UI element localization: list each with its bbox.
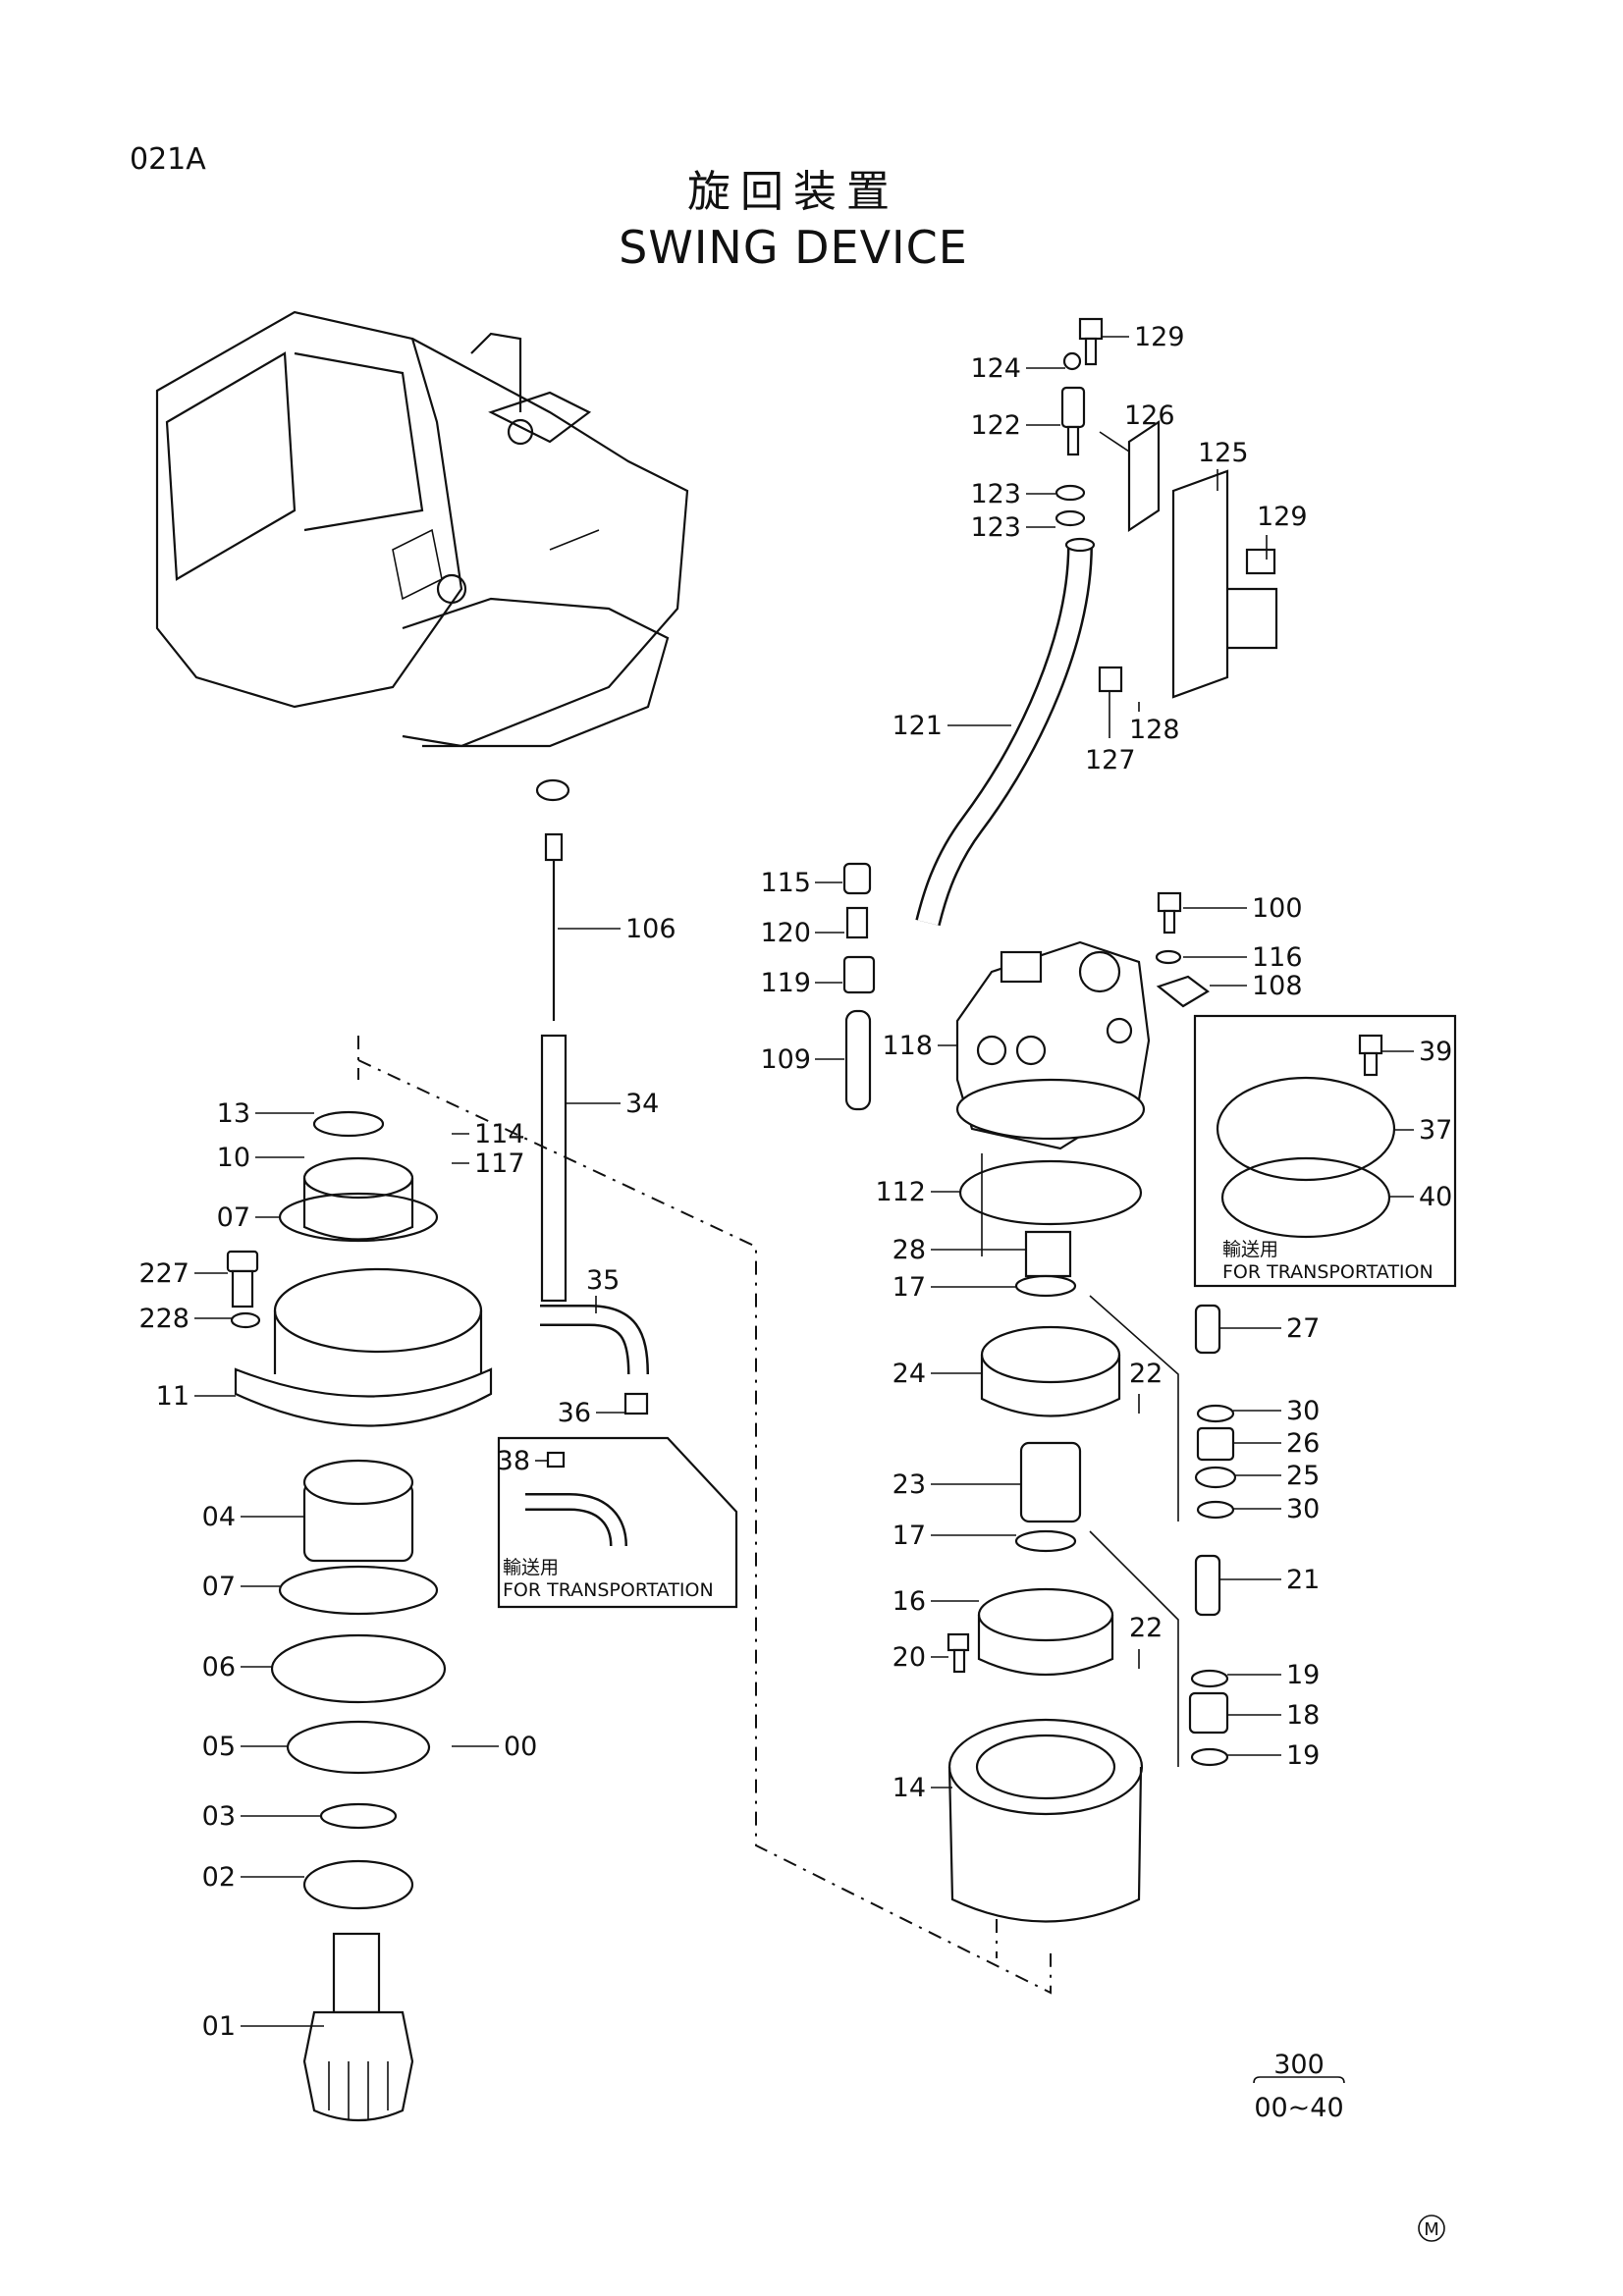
part-callout-22[interactable]: 22	[1129, 1359, 1163, 1389]
bracket-125-126[interactable]	[1098, 419, 1278, 699]
part-callout-20[interactable]: 20	[893, 1642, 926, 1673]
planetary-gears-right[interactable]	[947, 1230, 1237, 1767]
elbow-35[interactable]	[540, 1305, 649, 1415]
title-japanese: 旋回装置	[687, 167, 899, 217]
part-callout-38[interactable]: 38	[497, 1446, 530, 1476]
part-callout-07[interactable]: 07	[202, 1572, 236, 1602]
part-callout-40[interactable]: 40	[1419, 1182, 1452, 1212]
part-callout-02[interactable]: 02	[202, 1862, 236, 1893]
inset-transportation-left: 輸送用 FOR TRANSPORTATION	[497, 1436, 738, 1609]
o-ring-112[interactable]	[958, 1159, 1143, 1226]
part-callout-129[interactable]: 129	[1257, 502, 1308, 532]
part-callout-19[interactable]: 19	[1286, 1740, 1320, 1771]
bolt-100[interactable]	[1155, 891, 1210, 1008]
part-callout-123[interactable]: 123	[970, 479, 1021, 509]
part-callout-01[interactable]: 01	[202, 2011, 236, 2042]
part-callout-119[interactable]: 119	[760, 968, 811, 998]
part-callout-117[interactable]: 117	[474, 1148, 525, 1179]
mark-letter: M	[1424, 2219, 1439, 2240]
part-callout-28[interactable]: 28	[893, 1235, 926, 1265]
part-callout-114[interactable]: 114	[474, 1119, 525, 1149]
transport-label-jp: 輸送用	[503, 1557, 559, 1578]
part-callout-17[interactable]: 17	[893, 1521, 926, 1551]
part-callout-36[interactable]: 36	[558, 1398, 591, 1428]
housing-left[interactable]	[226, 1110, 493, 2122]
transport-label-en: FOR TRANSPORTATION	[1222, 1261, 1434, 1283]
part-callout-06[interactable]: 06	[202, 1652, 236, 1682]
part-callout-109[interactable]: 109	[760, 1044, 811, 1075]
page-title: SWING DEVICE	[619, 221, 968, 274]
part-callout-22[interactable]: 22	[1129, 1613, 1163, 1643]
part-callout-39[interactable]: 39	[1419, 1037, 1452, 1067]
group-number: 300	[1273, 2050, 1325, 2080]
excavator-locator-illustration	[155, 310, 689, 748]
part-callout-30[interactable]: 30	[1286, 1494, 1320, 1524]
part-callout-126[interactable]: 126	[1124, 400, 1175, 431]
swing-motor-118[interactable]	[955, 940, 1151, 1150]
cover-37[interactable]	[1216, 1076, 1396, 1182]
part-callout-112[interactable]: 112	[875, 1177, 926, 1207]
fitting-122[interactable]	[1055, 351, 1086, 527]
part-callout-10[interactable]: 10	[217, 1143, 250, 1173]
part-callout-118[interactable]: 118	[882, 1031, 933, 1061]
part-callout-07[interactable]: 07	[217, 1202, 250, 1233]
part-callout-106[interactable]: 106	[625, 914, 676, 944]
part-callout-17[interactable]: 17	[893, 1272, 926, 1303]
part-callout-120[interactable]: 120	[760, 918, 811, 948]
part-callout-14[interactable]: 14	[893, 1773, 926, 1803]
o-ring-40[interactable]	[1220, 1156, 1391, 1239]
callout-leader-126	[1099, 431, 1130, 453]
part-callout-108[interactable]: 108	[1252, 971, 1303, 1001]
part-callout-116[interactable]: 116	[1252, 942, 1303, 973]
part-callout-129[interactable]: 129	[1134, 322, 1185, 352]
hose-121[interactable]	[915, 537, 1096, 927]
part-callout-19[interactable]: 19	[1286, 1660, 1320, 1690]
part-callout-37[interactable]: 37	[1419, 1115, 1452, 1146]
part-callout-11[interactable]: 11	[156, 1381, 189, 1412]
part-callout-05[interactable]: 05	[202, 1732, 236, 1762]
part-callout-23[interactable]: 23	[893, 1469, 926, 1500]
part-callout-26[interactable]: 26	[1286, 1428, 1320, 1459]
part-callout-228[interactable]: 228	[138, 1304, 189, 1334]
manufacturer-mark: M	[1418, 2215, 1445, 2242]
part-callout-13[interactable]: 13	[217, 1098, 250, 1129]
part-callout-21[interactable]: 21	[1286, 1565, 1320, 1595]
bolt-129[interactable]	[1078, 317, 1104, 366]
part-callout-125[interactable]: 125	[1198, 438, 1249, 468]
page-id: 021A	[130, 142, 206, 177]
group-reference: 300 00~40	[1253, 2050, 1345, 2123]
transport-label-jp: 輸送用	[1222, 1239, 1278, 1260]
part-callout-03[interactable]: 03	[202, 1801, 236, 1832]
part-callout-16[interactable]: 16	[893, 1586, 926, 1617]
part-callout-27[interactable]: 27	[1286, 1313, 1320, 1344]
part-callout-35[interactable]: 35	[586, 1265, 620, 1296]
ring-gear-14[interactable]	[947, 1718, 1144, 1923]
part-callout-127[interactable]: 127	[1085, 745, 1136, 775]
part-callout-00[interactable]: 00	[504, 1732, 537, 1762]
transport-label-en: FOR TRANSPORTATION	[503, 1579, 714, 1601]
assembly-guide-lines	[357, 1036, 1179, 1995]
part-callout-123[interactable]: 123	[970, 512, 1021, 543]
part-callout-100[interactable]: 100	[1252, 893, 1303, 924]
part-callout-121[interactable]: 121	[892, 711, 943, 741]
part-callout-115[interactable]: 115	[760, 868, 811, 898]
part-callout-25[interactable]: 25	[1286, 1461, 1320, 1491]
part-callout-30[interactable]: 30	[1286, 1396, 1320, 1426]
part-callout-227[interactable]: 227	[138, 1258, 189, 1289]
part-callout-124[interactable]: 124	[970, 353, 1021, 384]
part-callout-04[interactable]: 04	[202, 1502, 236, 1532]
fitting-stack[interactable]	[842, 862, 876, 1111]
group-range: 00~40	[1254, 2093, 1343, 2123]
part-callout-18[interactable]: 18	[1286, 1700, 1320, 1731]
dipstick-106-34[interactable]	[535, 778, 570, 1303]
part-callout-34[interactable]: 34	[625, 1089, 659, 1119]
inset-transportation-right: 輸送用 FOR TRANSPORTATION	[1193, 1014, 1457, 1288]
part-callout-128[interactable]: 128	[1129, 715, 1180, 745]
part-callout-24[interactable]: 24	[893, 1359, 926, 1389]
part-callout-122[interactable]: 122	[970, 410, 1021, 441]
